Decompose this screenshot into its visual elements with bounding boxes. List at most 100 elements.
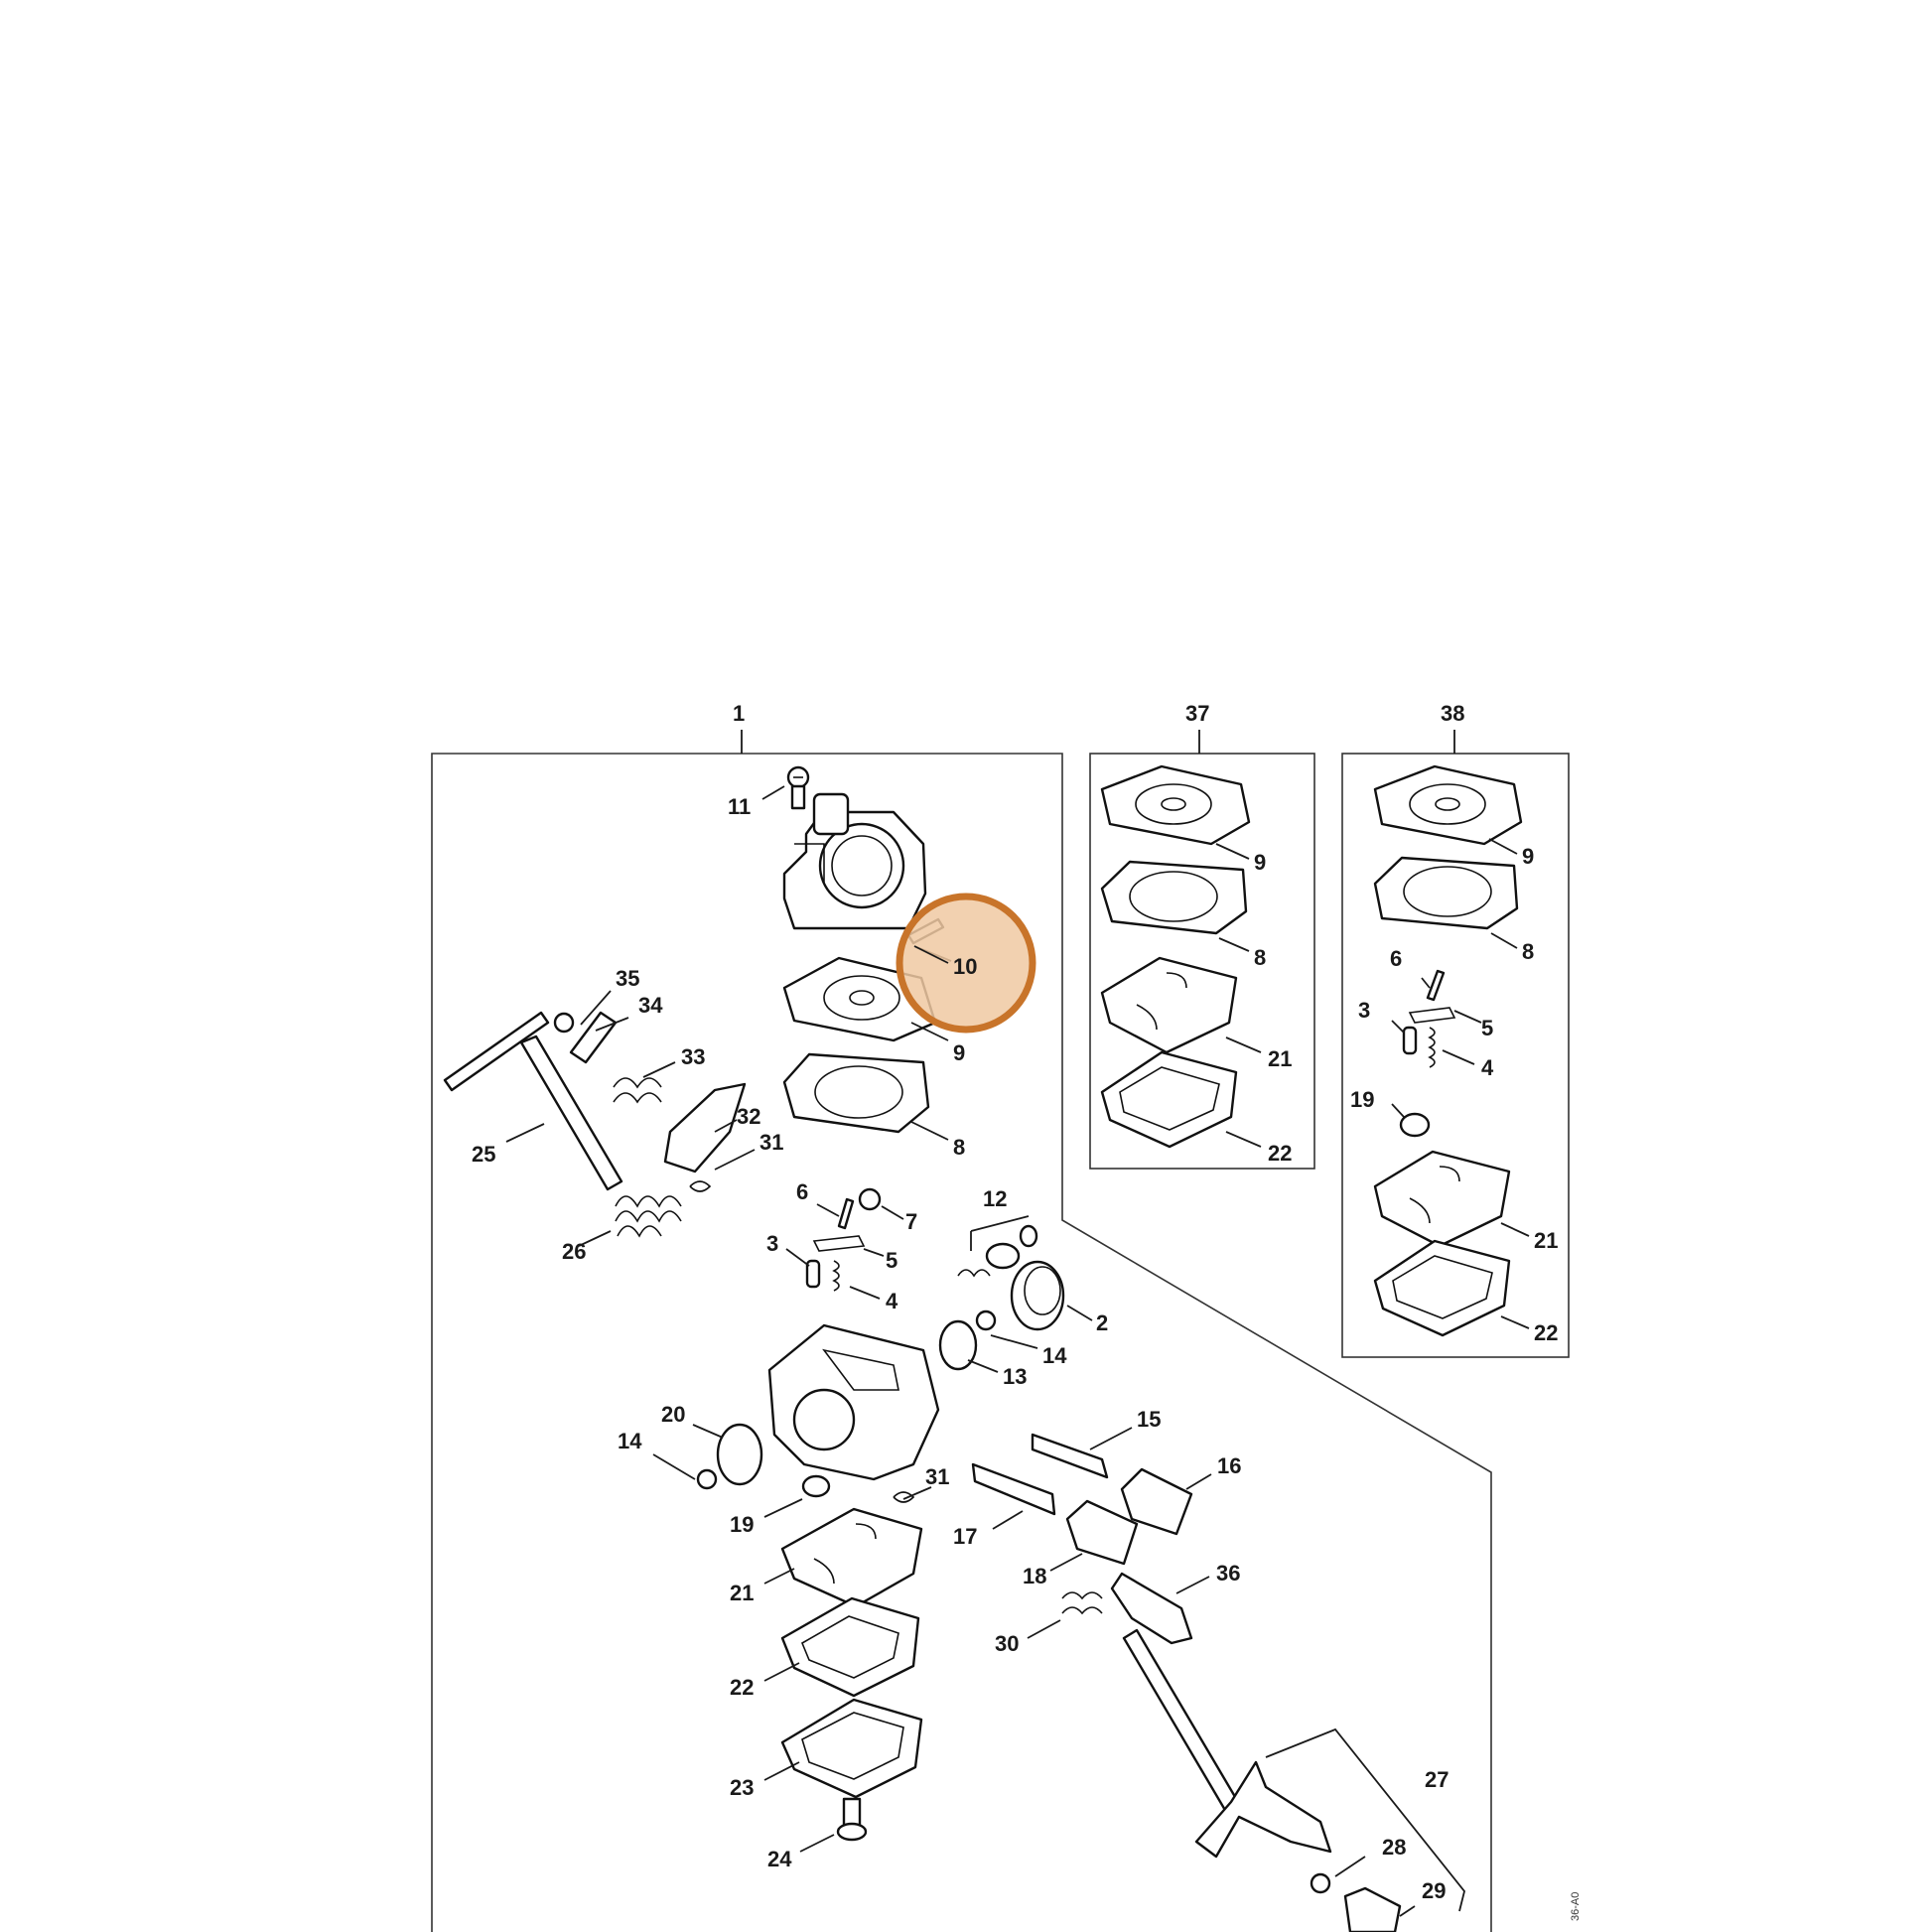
callout-1[interactable]: 1 — [733, 701, 745, 726]
callout-27[interactable]: 27 — [1425, 1767, 1449, 1792]
part-carburetor-body — [767, 1323, 940, 1481]
callout-32[interactable]: 32 — [737, 1104, 760, 1129]
kit-38-part-5 — [1408, 1007, 1456, 1024]
callout-21[interactable]: 21 — [730, 1581, 754, 1605]
part-21-diaphragm — [780, 1507, 923, 1608]
part-6-pin — [837, 1197, 855, 1230]
part-36-screw — [1110, 1572, 1193, 1645]
part-20-disc — [716, 1423, 763, 1486]
callout-31a[interactable]: 31 — [759, 1130, 783, 1155]
part-pump-cover-housing — [782, 792, 927, 930]
part-28-screw — [1310, 1872, 1331, 1894]
leader-lines — [505, 785, 1530, 1917]
callout-14b[interactable]: 14 — [618, 1429, 642, 1453]
callout-22[interactable]: 22 — [730, 1675, 754, 1700]
callout-23[interactable]: 23 — [730, 1775, 754, 1800]
callout-30[interactable]: 30 — [995, 1631, 1019, 1656]
callout-33[interactable]: 33 — [681, 1044, 705, 1069]
kit-38-callout-8[interactable]: 8 — [1522, 939, 1534, 964]
part-23-cover — [780, 1698, 923, 1799]
callout-10[interactable]: 10 — [953, 954, 977, 979]
part-35-screw — [553, 1012, 575, 1034]
callout-13[interactable]: 13 — [1003, 1364, 1027, 1389]
kit-38-part-6 — [1426, 969, 1446, 1002]
part-9-diaphragm — [782, 956, 937, 1042]
part-11-screw — [786, 765, 810, 810]
callout-28[interactable]: 28 — [1382, 1835, 1406, 1860]
callout-12[interactable]: 12 — [983, 1186, 1007, 1211]
kit-37-part-21 — [1100, 956, 1238, 1054]
callout-7[interactable]: 7 — [905, 1209, 917, 1234]
kit-37-callout-9[interactable]: 9 — [1254, 850, 1266, 875]
part-32-lever — [663, 1082, 747, 1173]
callout-18[interactable]: 18 — [1023, 1564, 1046, 1588]
part-24-screw — [836, 1797, 868, 1842]
kit-38-part-3 — [1402, 1026, 1418, 1055]
kit-37-part-8 — [1100, 860, 1248, 935]
callout-38[interactable]: 38 — [1441, 701, 1464, 726]
callout-25[interactable]: 25 — [472, 1142, 495, 1167]
callout-9[interactable]: 9 — [953, 1040, 965, 1065]
callout-37[interactable]: 37 — [1185, 701, 1209, 726]
callout-14a[interactable]: 14 — [1042, 1343, 1067, 1368]
kit-38-frame — [1341, 753, 1570, 1358]
callout-34[interactable]: 34 — [638, 993, 663, 1018]
callout-6[interactable]: 6 — [796, 1179, 808, 1204]
part-17-needle — [971, 1462, 1056, 1516]
callout-26[interactable]: 26 — [562, 1239, 586, 1264]
callout-8[interactable]: 8 — [953, 1135, 965, 1160]
kit-38-callout-19[interactable]: 19 — [1350, 1087, 1374, 1112]
part-31b-clip — [893, 1491, 915, 1503]
callout-29[interactable]: 29 — [1422, 1878, 1446, 1903]
part-25-throttle-shaft — [443, 1011, 623, 1191]
kit-37-part-9 — [1100, 764, 1251, 846]
part-13-disc — [938, 1319, 978, 1371]
callout-17[interactable]: 17 — [953, 1524, 977, 1549]
part-26-spring — [615, 1195, 682, 1238]
part-8-gasket — [782, 1052, 930, 1134]
part-4-spring — [832, 1260, 840, 1292]
drawing-code: 36-A0 — [1570, 1892, 1582, 1921]
part-15-needle — [1031, 1433, 1109, 1479]
kit-38-callout-21[interactable]: 21 — [1534, 1228, 1558, 1253]
part-34-lever — [569, 1011, 618, 1064]
callout-3[interactable]: 3 — [766, 1231, 778, 1256]
kit-38-callout-9[interactable]: 9 — [1522, 844, 1534, 869]
kit-38-callout-5[interactable]: 5 — [1481, 1016, 1493, 1040]
kit-38-part-21 — [1373, 1150, 1511, 1248]
callout-19[interactable]: 19 — [730, 1512, 754, 1537]
kit-38-part-8 — [1373, 856, 1519, 930]
kit-38-callout-3[interactable]: 3 — [1358, 998, 1370, 1023]
callout-20[interactable]: 20 — [661, 1402, 685, 1427]
callout-31b[interactable]: 31 — [925, 1464, 949, 1489]
callout-5[interactable]: 5 — [886, 1248, 897, 1273]
callout-15[interactable]: 15 — [1137, 1407, 1161, 1432]
kit-38-callout-4[interactable]: 4 — [1481, 1055, 1494, 1080]
part-16-cap — [1120, 1467, 1193, 1536]
part-12-valve-set — [957, 1215, 1038, 1278]
kit-37-callout-21[interactable]: 21 — [1268, 1046, 1292, 1071]
callout-36[interactable]: 36 — [1216, 1561, 1240, 1586]
callout-16[interactable]: 16 — [1217, 1453, 1241, 1478]
part-19-filter — [801, 1474, 831, 1498]
part-30-spring — [1061, 1591, 1103, 1615]
callout-4[interactable]: 4 — [886, 1289, 898, 1313]
callout-2[interactable]: 2 — [1096, 1311, 1108, 1335]
kit-38-part-9 — [1373, 764, 1523, 846]
part-choke-shaft — [1122, 1628, 1243, 1819]
kit-37-callout-22[interactable]: 22 — [1268, 1141, 1292, 1166]
part-14-screw — [975, 1310, 997, 1331]
callout-11[interactable]: 11 — [728, 794, 751, 819]
callout-24[interactable]: 24 — [767, 1847, 792, 1871]
kit-37-callout-8[interactable]: 8 — [1254, 945, 1266, 970]
callout-35[interactable]: 35 — [616, 966, 639, 991]
part-3-needle — [805, 1259, 821, 1289]
kit-38-callout-22[interactable]: 22 — [1534, 1320, 1558, 1345]
part-14b-screw — [696, 1468, 718, 1490]
part-22-gasket — [780, 1596, 920, 1698]
part-7-screw — [858, 1187, 882, 1211]
kit-38-callout-6[interactable]: 6 — [1390, 946, 1402, 971]
highlight-marker-part-10[interactable] — [896, 893, 1036, 1034]
part-27-lever — [1194, 1760, 1332, 1859]
